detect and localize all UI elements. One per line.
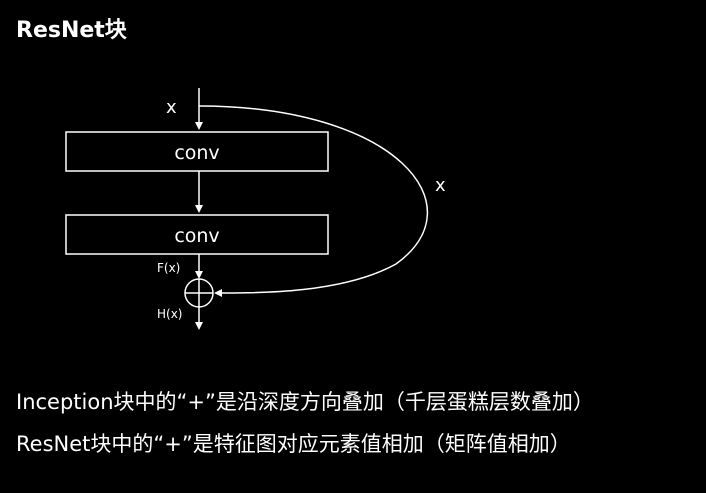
slide-title: ResNet块 [16, 18, 127, 43]
caption-resnet: ResNet块中的“+”是特征图对应元素值相加（矩阵值相加） [16, 432, 571, 456]
conv-box-1 [65, 131, 329, 172]
conv-box-2 [65, 214, 329, 255]
conv-box-2-label: conv [174, 225, 219, 247]
caption-inception: Inception块中的“+”是沿深度方向叠加（千层蛋糕层数叠加） [16, 390, 594, 414]
residual-fx-label: F(x) [157, 261, 180, 275]
output-hx-label: H(x) [157, 307, 183, 321]
conv-box-1-label: conv [174, 142, 219, 164]
input-x-label: x [166, 97, 177, 118]
skip-x-label: x [435, 175, 446, 196]
add-operator-icon [184, 278, 214, 308]
skip-connection-arrow [198, 105, 428, 298]
